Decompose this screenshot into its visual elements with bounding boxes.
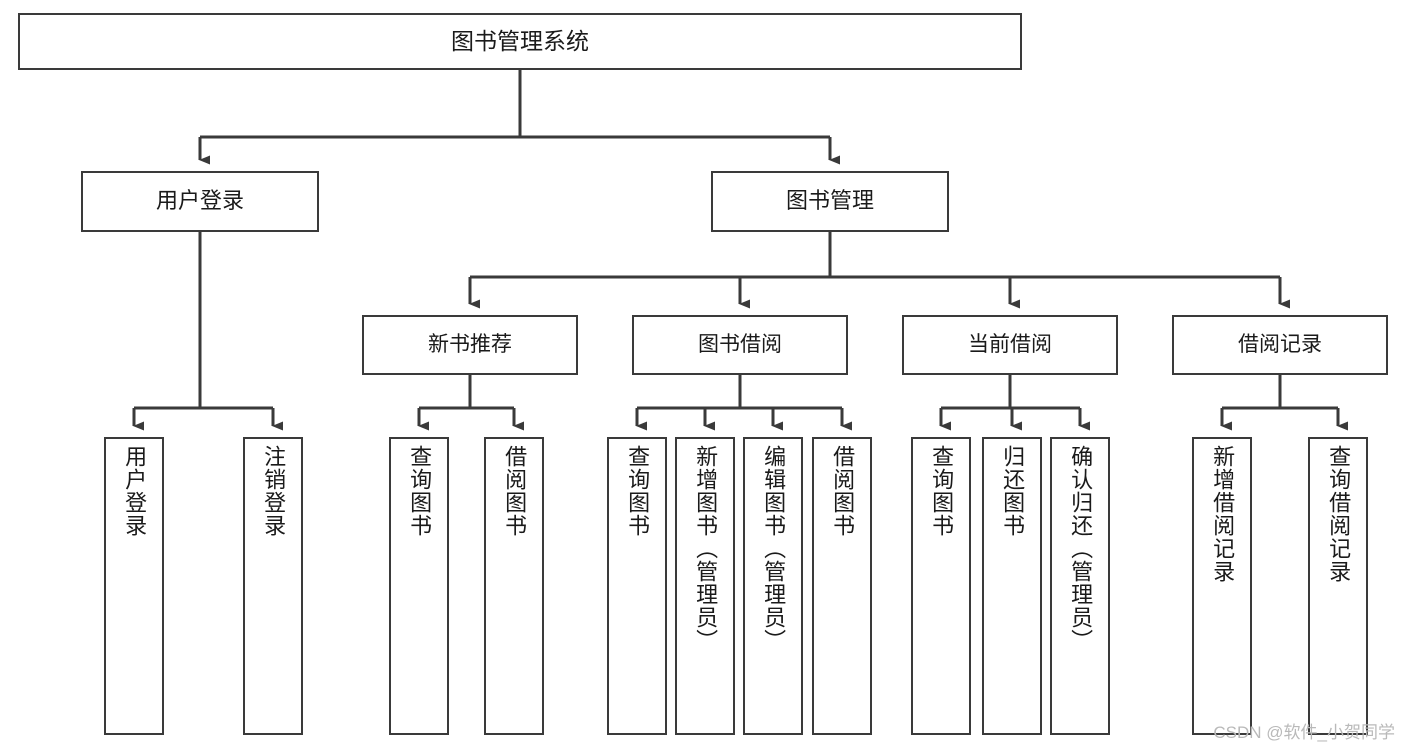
node-leaf-cur-confirm[interactable]: 确认归还（管理员）	[1050, 437, 1110, 735]
node-records[interactable]: 借阅记录	[1172, 315, 1388, 375]
node-label-root: 图书管理系统	[451, 27, 589, 54]
node-leaf-user-logout[interactable]: 注销登录	[243, 437, 303, 735]
node-borrow[interactable]: 图书借阅	[632, 315, 848, 375]
node-label-leaf-cur-confirm: 确认归还（管理员）	[1068, 445, 1094, 652]
node-label-leaf-user-login: 用户登录	[122, 445, 148, 537]
node-leaf-bw-borrow[interactable]: 借阅图书	[812, 437, 872, 735]
node-label-leaf-bw-query: 查询图书	[625, 445, 651, 537]
node-bookmgmt[interactable]: 图书管理	[711, 171, 949, 232]
node-label-current: 当前借阅	[968, 333, 1052, 357]
node-label-leaf-bw-edit: 编辑图书（管理员）	[761, 445, 787, 652]
node-leaf-nb-borrow[interactable]: 借阅图书	[484, 437, 544, 735]
node-label-leaf-nb-borrow: 借阅图书	[502, 445, 528, 537]
node-leaf-rec-query[interactable]: 查询借阅记录	[1308, 437, 1368, 735]
node-root[interactable]: 图书管理系统	[18, 13, 1022, 70]
node-leaf-bw-edit[interactable]: 编辑图书（管理员）	[743, 437, 803, 735]
node-login[interactable]: 用户登录	[81, 171, 319, 232]
node-current[interactable]: 当前借阅	[902, 315, 1118, 375]
node-leaf-cur-query[interactable]: 查询图书	[911, 437, 971, 735]
node-label-login: 用户登录	[155, 188, 244, 214]
node-newbook[interactable]: 新书推荐	[362, 315, 578, 375]
node-label-records: 借阅记录	[1238, 333, 1322, 357]
node-label-borrow: 图书借阅	[698, 333, 782, 357]
connector-lines	[132, 70, 1348, 431]
node-leaf-nb-query[interactable]: 查询图书	[389, 437, 449, 735]
node-leaf-cur-return[interactable]: 归还图书	[982, 437, 1042, 735]
node-label-leaf-rec-query: 查询借阅记录	[1326, 445, 1352, 583]
node-label-leaf-bw-add: 新增图书（管理员）	[693, 445, 719, 652]
node-leaf-bw-add[interactable]: 新增图书（管理员）	[675, 437, 735, 735]
node-label-leaf-rec-add: 新增借阅记录	[1210, 445, 1236, 583]
node-label-leaf-user-logout: 注销登录	[261, 445, 287, 537]
node-leaf-bw-query[interactable]: 查询图书	[607, 437, 667, 735]
node-label-newbook: 新书推荐	[428, 333, 512, 357]
node-leaf-user-login[interactable]: 用户登录	[104, 437, 164, 735]
node-label-leaf-nb-query: 查询图书	[407, 445, 433, 537]
node-label-bookmgmt: 图书管理	[785, 188, 874, 214]
node-label-leaf-cur-return: 归还图书	[1000, 445, 1026, 537]
node-label-leaf-bw-borrow: 借阅图书	[830, 445, 856, 537]
node-label-leaf-cur-query: 查询图书	[929, 445, 955, 537]
node-leaf-rec-add[interactable]: 新增借阅记录	[1192, 437, 1252, 735]
